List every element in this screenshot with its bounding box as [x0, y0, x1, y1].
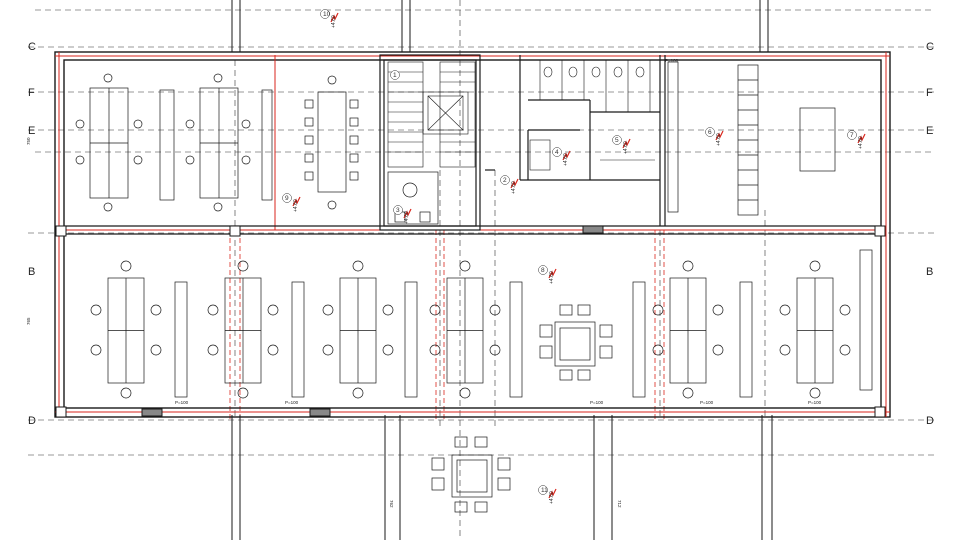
- level-value: +4.60: [293, 199, 299, 212]
- axis-label-c-left: C: [28, 41, 36, 53]
- dim-column-1: 762: [389, 500, 394, 508]
- axis-label-b-right: B: [926, 266, 933, 278]
- axis-label-c-right: C: [926, 41, 934, 53]
- wc-room: [387, 171, 439, 225]
- open-office-desks: [90, 249, 873, 399]
- parapet-label: P=100: [665, 58, 679, 63]
- level-value: +4.60: [511, 181, 517, 194]
- room-marker-5: 5 +4.60: [612, 135, 631, 154]
- parapet-label: P=100: [285, 400, 299, 405]
- axis-label-f-right: F: [926, 87, 933, 99]
- level-value: +4.60: [404, 211, 410, 224]
- storage-cabinet: [632, 281, 646, 398]
- structural-columns: [55, 225, 886, 418]
- level-markers: 1 2 +4.60 3 +4.60 4 +4.60 5 +4.60 6 +4.60 7 +4.60 8 +4…: [282, 9, 866, 504]
- meeting-table: [304, 75, 359, 210]
- storage-cabinet: [174, 281, 188, 398]
- room-marker-11: 11+4.60: [538, 485, 557, 504]
- grid-lines: [28, 0, 935, 540]
- room-marker-4: 4 +4.60: [552, 147, 571, 166]
- room-marker-1: 1: [390, 70, 400, 80]
- axis-label-d-left: D: [28, 415, 36, 427]
- room-marker-8: 8 +4.60: [538, 265, 557, 284]
- room-marker-9: 9 +4.60: [282, 193, 301, 212]
- room-marker-2: 2 +4.60: [500, 175, 519, 194]
- axis-label-b-left: B: [28, 266, 35, 278]
- lounge-seating: [431, 304, 613, 513]
- storage-cabinet: [739, 281, 753, 398]
- room-number: 9: [285, 195, 289, 202]
- axis-labels: C C F F E E B B D D: [28, 41, 934, 427]
- toilet-stalls: [529, 60, 655, 171]
- external-columns: [231, 0, 773, 540]
- level-value: +4.60: [858, 136, 864, 149]
- room-number: 5: [615, 137, 619, 144]
- dim-left-1: 750: [26, 137, 31, 145]
- storage-cabinet: [859, 249, 873, 391]
- level-value: +4.60: [716, 133, 722, 146]
- axis-label-d-right: D: [926, 415, 934, 427]
- room-number: 4: [555, 149, 559, 156]
- room-number: 6: [708, 129, 712, 136]
- room-marker-6: 6 +4.60: [705, 127, 724, 146]
- parapet-label: P=100: [590, 400, 604, 405]
- parapet-label: P=100: [808, 400, 822, 405]
- parapet-label: P=100: [175, 400, 189, 405]
- room-number: 7: [850, 132, 854, 139]
- level-value: +4.60: [331, 15, 337, 28]
- level-value: +4.60: [563, 153, 569, 166]
- axis-label-e-right: E: [926, 125, 933, 137]
- interior-walls: [64, 54, 880, 235]
- room-marker-10: 10+4.60: [320, 9, 339, 28]
- level-value: +4.60: [549, 271, 555, 284]
- parapet-label: P=100: [700, 400, 714, 405]
- axis-label-f-left: F: [28, 87, 35, 99]
- room-number: 11: [541, 487, 548, 494]
- office-desks-top: [75, 73, 273, 212]
- room-marker-3: 3 +4.60: [393, 205, 412, 224]
- dim-column-2: 712: [617, 500, 622, 508]
- storage-cabinet: [404, 281, 418, 398]
- dimension-labels: 750 765 762 712: [26, 137, 622, 508]
- stair: [387, 61, 476, 168]
- storage-cabinet: [291, 281, 305, 398]
- room-number: 3: [396, 207, 400, 214]
- storage-cabinet: [509, 281, 523, 398]
- level-value: +4.60: [623, 141, 629, 154]
- room-number: 1: [393, 72, 397, 79]
- room-number: 2: [503, 177, 507, 184]
- axis-label-e-left: E: [28, 125, 35, 137]
- room-number: 8: [541, 267, 545, 274]
- level-value: +4.60: [549, 491, 555, 504]
- dim-left-2: 765: [26, 317, 31, 325]
- room-marker-7: 7 +4.60: [847, 130, 866, 149]
- room-number: 10: [323, 11, 331, 18]
- right-room-furniture: [667, 61, 836, 216]
